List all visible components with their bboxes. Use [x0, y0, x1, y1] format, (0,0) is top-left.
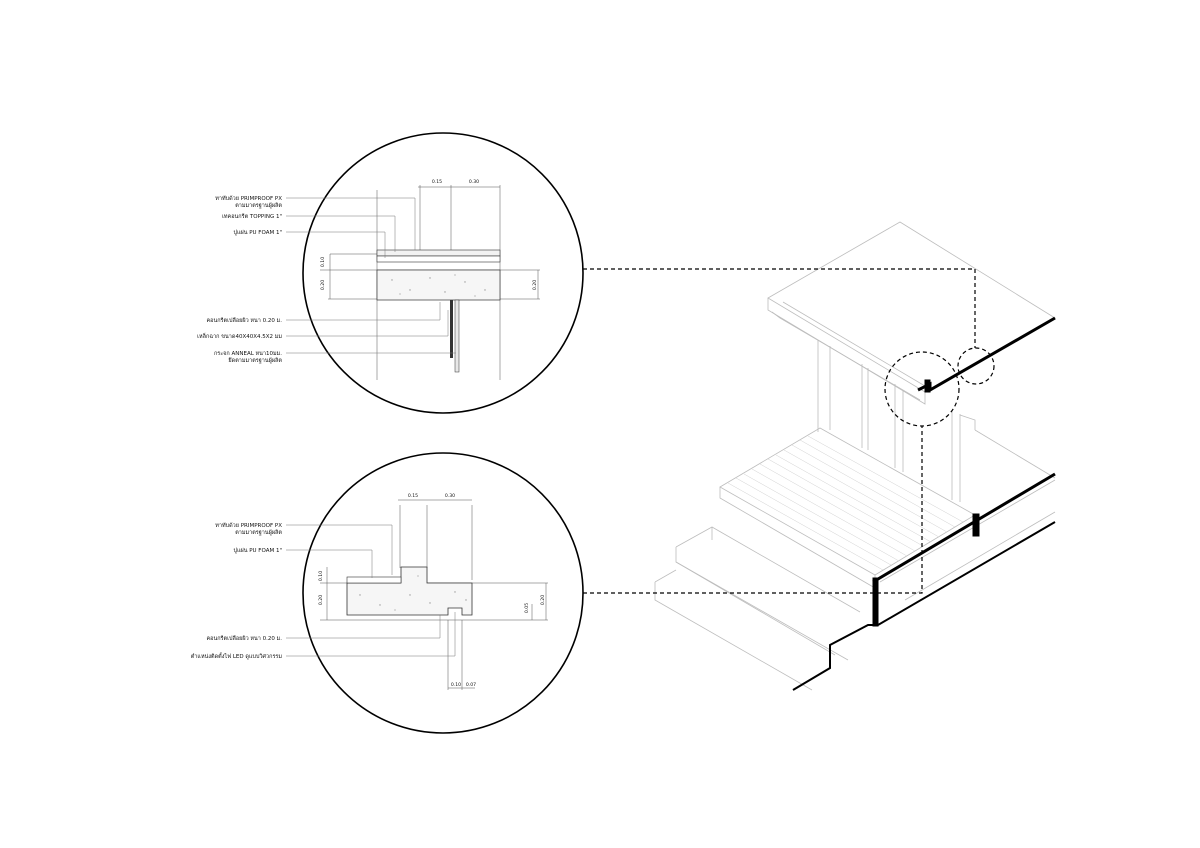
glass-panel: [454, 299, 460, 373]
dim-bottom-4: 0.20: [318, 595, 324, 605]
label-pu-foam: ปูแผ่น PU FOAM 1": [233, 229, 282, 236]
label-steel: เหล็กฉาก ขนาด40X40X4.5X2 มม: [197, 332, 282, 340]
label-waterproof-2-bottom: ตามมาตรฐานผู้ผลิต: [235, 529, 282, 536]
pu-foam-layer-bottom: [346, 576, 402, 584]
label-concrete: คอนกรีตเปลือยผิว หนา 0.20 ม.: [206, 317, 282, 324]
dim-top-3: 0.10: [320, 257, 326, 267]
steel-angle: [450, 300, 453, 358]
dim-bottom-1: 0.15: [408, 493, 418, 499]
label-pu-foam-bottom: ปูแผ่น PU FOAM 1": [233, 547, 282, 554]
detail-top-frame: [302, 132, 584, 414]
detail-bottom: ทาทับด้วย PRIMPROOF PX ตามมาตรฐานผู้ผลิต…: [191, 452, 584, 734]
dim-bottom-2: 0.30: [445, 493, 455, 499]
roof-slab-underside: [771, 311, 921, 401]
topping-layer: [376, 249, 501, 257]
dim-top-5: 0.20: [532, 280, 538, 290]
label-waterproof-1-bottom: ทาทับด้วย PRIMPROOF PX: [215, 522, 282, 529]
roof-slab-top: [767, 221, 1056, 393]
roof-slab-edge: [767, 298, 926, 405]
pu-foam-layer: [376, 255, 501, 263]
deck-boards: [727, 435, 964, 571]
detail-bottom-frame: [302, 452, 584, 734]
section-cut-lines: [792, 316, 1056, 691]
dim-bottom-6: 0.20: [540, 595, 546, 605]
detail-top: ทาทับด้วย PRIMPROOF PX ตามมาตรฐานผู้ผลิต…: [197, 132, 584, 414]
label-glass-1: กระจก ANNEAL หนา10มม.: [214, 351, 282, 357]
dim-top-2: 0.30: [469, 179, 479, 185]
roof-section-cut: [917, 316, 1056, 393]
concrete-edge-profile: [346, 566, 473, 616]
ground-section-cut: [792, 521, 1056, 691]
leader-bottom-detail: [583, 426, 923, 594]
deck-edge: [719, 487, 876, 589]
deck-top: [719, 427, 976, 576]
floor-section-cut: [872, 472, 1056, 584]
label-led: ตำแหน่งติดตั้งไฟ LED ดูแบบวิศวกรรม: [191, 652, 283, 660]
dim-top-1: 0.15: [432, 179, 442, 185]
dim-bottom-3: 0.10: [318, 571, 324, 581]
callout-circle-edge: [957, 347, 995, 385]
dim-top-4: 0.20: [320, 280, 326, 290]
steps: [654, 526, 861, 691]
label-glass-2: ยึดตามมาตรฐานผู้ผลิต: [228, 357, 283, 364]
label-concrete-bottom: คอนกรีตเปลือยผิว หนา 0.20 ม.: [206, 635, 282, 642]
columns: [817, 340, 961, 502]
callout-markers: [583, 268, 995, 594]
label-topping: เทคอนกรีต TOPPING 1": [222, 213, 282, 220]
label-waterproof-1: ทาทับด้วย PRIMPROOF PX: [215, 195, 282, 202]
dim-bottom-7: 0.10: [451, 682, 461, 688]
dim-bottom-5: 0.05: [524, 603, 530, 613]
concrete-slab: [376, 269, 501, 301]
leader-top-detail: [583, 268, 976, 348]
dim-bottom-8: 0.07: [466, 682, 476, 688]
label-waterproof-2: ตามมาตรฐานผู้ผลิต: [235, 202, 282, 209]
isometric-view: [654, 221, 1056, 691]
